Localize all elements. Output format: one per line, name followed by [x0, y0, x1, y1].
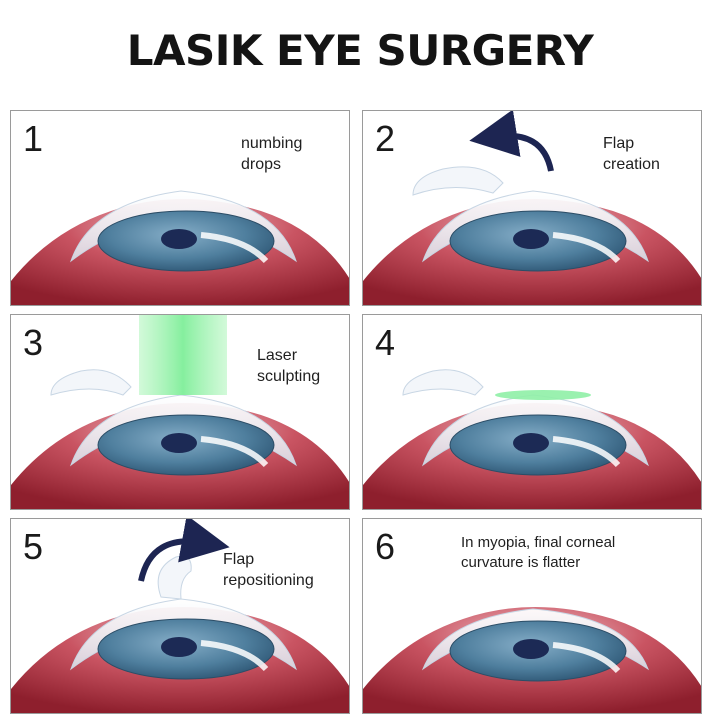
curved-arrow-icon	[138, 519, 230, 582]
step-number: 4	[375, 322, 396, 363]
step-number: 2	[375, 118, 396, 159]
eye-illustration	[363, 607, 701, 713]
step-number: 3	[23, 322, 44, 363]
eye-illustration	[11, 190, 349, 305]
corneal-flap	[157, 555, 192, 600]
corneal-flap	[402, 369, 484, 396]
eye-illustration	[363, 369, 701, 509]
eye-illustration	[11, 315, 349, 509]
step-panel-4: 4	[362, 314, 702, 510]
corneal-flap	[412, 166, 504, 196]
eye-illustration	[363, 111, 701, 305]
laser-beam-icon	[139, 315, 227, 395]
step-number: 6	[375, 526, 396, 567]
reshaped-stroma	[495, 390, 591, 400]
corneal-flap	[50, 369, 132, 396]
eye-illustration	[11, 519, 349, 713]
page-title: LASIK EYE SURGERY	[126, 26, 594, 75]
step-number: 5	[23, 526, 44, 567]
step-number: 1	[23, 118, 44, 159]
curved-arrow-icon	[469, 111, 554, 172]
